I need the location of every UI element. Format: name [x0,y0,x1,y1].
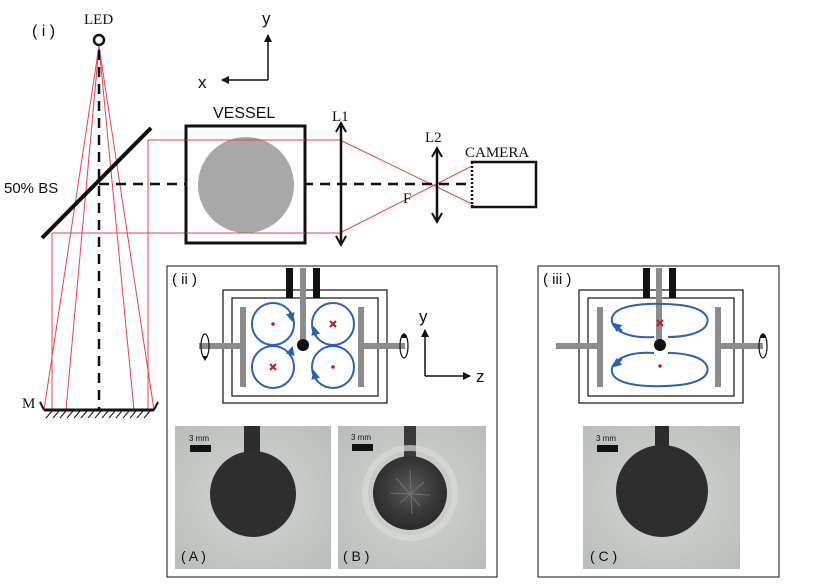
scale-b-label: 3 mm [351,433,371,442]
disc-left-iii [597,307,603,387]
marker-dot [331,365,335,369]
panel-i: ( i ) LED 50% BS [4,9,538,419]
scale-c-label: 3 mm [596,434,616,443]
support-rod [300,268,306,340]
panel-i-label: ( i ) [32,23,55,40]
beam-splitter [40,126,153,240]
panel-iii: ( iii ) 3 mm ( C ) [537,265,780,578]
axis-x-label: x [198,73,207,92]
marker-cross-iii [656,319,664,327]
vessel-object [198,137,294,233]
mirror-label: M [22,396,35,412]
axis-z-label: z [476,367,485,386]
scale-bar-b [352,444,373,451]
panel-iii-label: ( iii ) [543,271,571,288]
mirror-hatching [45,410,151,419]
scale-a-label: 3 mm [189,434,209,443]
disc-left [240,307,246,387]
focus-label: F [403,191,411,207]
marker-cross [329,320,337,328]
vortex-cells-iii [610,302,709,388]
panel-ii-label: ( ii ) [172,271,197,288]
marker-dot [271,322,275,326]
photo-b-label: ( B ) [343,548,369,564]
photo-c-sphere [616,445,708,537]
led-label: LED [84,12,113,28]
axis-y-label-ii: y [419,307,428,326]
marker-cross [269,363,277,371]
lens-l2-label: L2 [425,130,442,146]
panel-ii: ( ii ) [166,265,498,578]
sphere [297,339,309,351]
beam-splitter-label: 50% BS [4,180,58,197]
disc-right [358,307,364,387]
photo-c-label: ( C ) [590,548,617,564]
marker-dot-iii [658,364,662,368]
camera-box [470,160,538,209]
axis-y-label: y [262,9,271,28]
scale-bar-c [597,445,618,452]
camera-label: CAMERA [465,145,529,161]
vortex-cells [251,302,355,389]
sphere-iii [654,339,666,351]
led-source-icon [92,33,106,47]
photo-a-label: ( A ) [181,548,206,564]
disc-right-iii [715,307,721,387]
photo-a-sphere [210,451,296,537]
vessel-label: VESSEL [213,105,275,122]
scale-bar-a [190,445,211,452]
photo-b-sphere [373,456,447,530]
lens-l1-label: L1 [332,109,349,125]
